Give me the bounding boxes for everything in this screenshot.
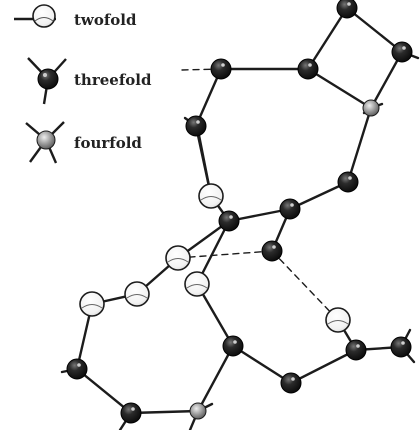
fourfold-atom [189, 402, 207, 420]
atom-layer [66, 0, 413, 424]
twofold-atom [165, 245, 191, 271]
threefold-atom [390, 336, 412, 358]
dashed-bond-line [177, 250, 273, 259]
bond-line [289, 348, 358, 385]
threefold-atom [120, 402, 142, 424]
threefold-atom [279, 198, 301, 220]
twofold-atom [79, 291, 105, 317]
legend-fourfold-item: fourfold [25, 121, 142, 164]
bond-line [306, 6, 349, 71]
bond-line [196, 344, 235, 413]
threefold-atom [210, 58, 232, 80]
bond-line [346, 106, 373, 184]
bond-line [369, 50, 404, 110]
bond-line [75, 367, 133, 415]
twofold-atom-icon [32, 4, 56, 28]
fourfold-atom-icon [36, 130, 56, 150]
threefold-atom [345, 339, 367, 361]
legend-twofold-item: twofold [14, 4, 137, 29]
twofold-atom [184, 271, 210, 297]
threefold-atom-icon [37, 68, 59, 90]
threefold-atom [337, 171, 359, 193]
legend-threefold-label: threefold [74, 71, 152, 89]
threefold-atom [280, 372, 302, 394]
twofold-atom [325, 307, 351, 333]
threefold-atom [261, 240, 283, 262]
dashed-bond-line [271, 250, 339, 321]
threefold-atom [218, 210, 240, 232]
threefold-atom [297, 58, 319, 80]
fourfold-atom [362, 99, 380, 117]
legend: twofold threefold fourfold [14, 4, 152, 164]
twofold-atom [198, 183, 224, 209]
threefold-atom [391, 41, 413, 63]
threefold-atom [222, 335, 244, 357]
legend-threefold-item: threefold [27, 57, 152, 105]
bond-line [231, 344, 293, 385]
legend-twofold-label: twofold [74, 11, 137, 29]
bond-line [306, 67, 373, 110]
threefold-atom [336, 0, 358, 19]
threefold-atom [185, 115, 207, 137]
bond-line [129, 409, 200, 415]
legend-fourfold-label: fourfold [74, 134, 142, 152]
bond-network [60, 0, 420, 430]
threefold-atom [66, 358, 88, 380]
bond-line [288, 180, 350, 211]
twofold-atom [124, 281, 150, 307]
bond-line [345, 6, 404, 54]
